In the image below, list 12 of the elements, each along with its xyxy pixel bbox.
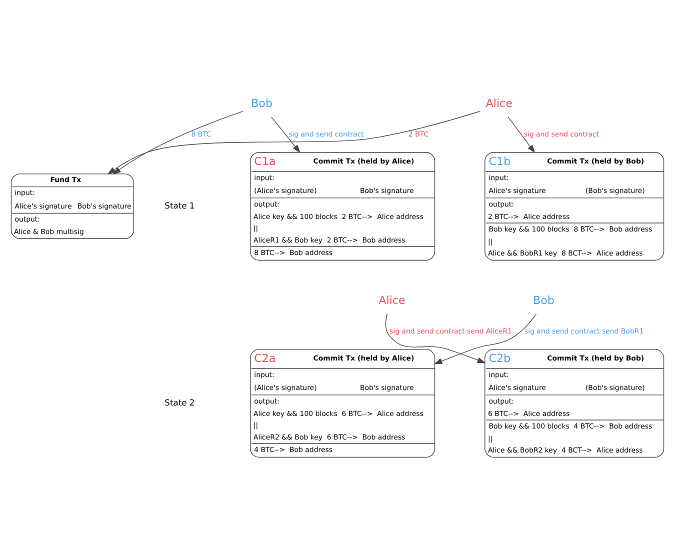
node-text: Alice — [378, 293, 406, 306]
label: State 1 — [164, 200, 195, 210]
arrow — [112, 110, 244, 174]
arrow — [271, 116, 300, 153]
label: State 2 — [164, 396, 195, 407]
arrow — [434, 313, 537, 364]
arrow — [508, 116, 536, 153]
node-text: Bob — [251, 96, 273, 110]
node-text: Alice — [486, 96, 513, 110]
arrow — [385, 313, 486, 363]
arrow — [107, 110, 480, 174]
node-text: Bob — [532, 293, 554, 306]
